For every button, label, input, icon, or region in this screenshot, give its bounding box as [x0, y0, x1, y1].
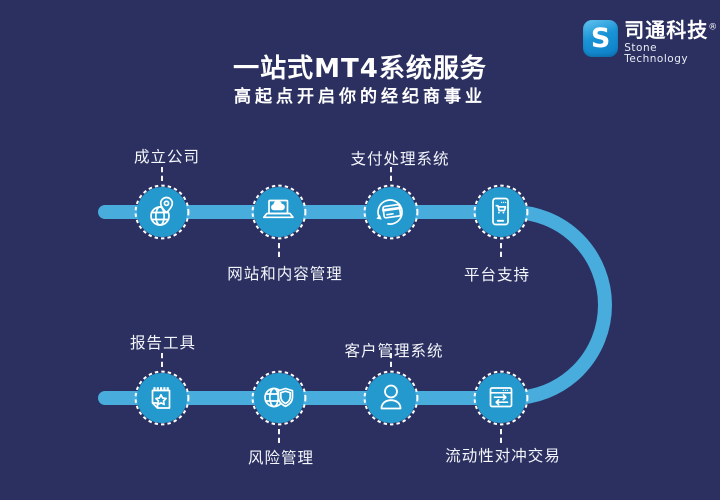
step-label: 风险管理: [247, 449, 315, 467]
phone-cart-icon: [473, 184, 529, 240]
logo-text: 司通科技® Stone Technology: [624, 20, 720, 64]
step-label: 支付处理系统: [350, 150, 450, 168]
browser-arrows-icon: [473, 370, 529, 426]
dashed-connector: [278, 429, 280, 443]
brand-logo: S 司通科技® Stone Technology: [583, 20, 720, 64]
dashed-connector: [161, 353, 163, 367]
page-subtitle: 高起点开启你的经纪商事业: [234, 87, 486, 107]
brand-name-text: 司通科技: [624, 18, 709, 42]
dashed-connector: [161, 167, 163, 181]
card-refresh-icon: [363, 184, 419, 240]
dashed-connector: [390, 353, 392, 367]
user-icon: [363, 370, 419, 426]
laptop-cloud-icon: [251, 184, 307, 240]
step-label: 网站和内容管理: [227, 265, 343, 283]
step-label: 成立公司: [133, 148, 201, 166]
dashed-connector: [500, 243, 502, 257]
dashed-connector: [390, 167, 392, 181]
brand-name-cn: 司通科技®: [624, 20, 720, 40]
flow-line-path: [98, 205, 612, 405]
brand-name-en: Stone Technology: [624, 42, 689, 65]
step-label: 客户管理系统: [344, 342, 444, 360]
dashed-connector: [278, 243, 280, 257]
step-label: 报告工具: [129, 334, 197, 352]
logo-s-icon: S: [583, 20, 619, 57]
dashed-connector: [500, 429, 502, 443]
step-label: 流动性对冲交易: [445, 447, 561, 465]
globe-shield-icon: [251, 370, 307, 426]
globe-location-icon: [134, 184, 190, 240]
report-star-icon: [134, 370, 190, 426]
registered-mark: ®: [708, 22, 719, 33]
step-label: 平台支持: [463, 266, 531, 284]
page-title: 一站式MT4系统服务: [233, 54, 487, 84]
